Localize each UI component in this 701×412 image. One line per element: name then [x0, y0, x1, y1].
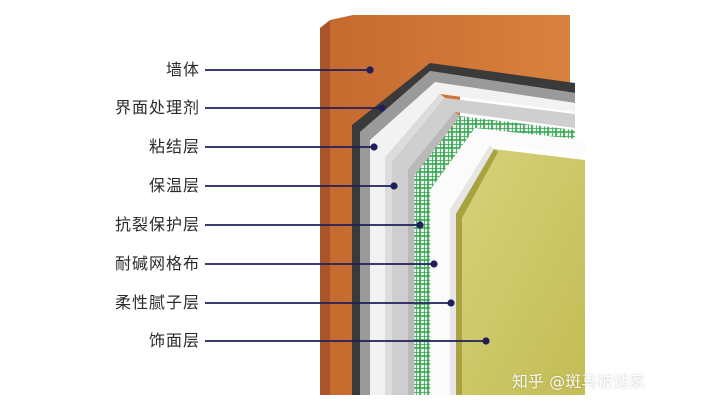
label-insulation: 保温层 — [148, 176, 200, 195]
crack-resistant-layer — [392, 98, 575, 395]
label-primer: 界面处理剂 — [114, 98, 200, 117]
label-mesh: 耐碱网格布 — [114, 254, 200, 273]
label-wall: 墙体 — [165, 60, 200, 79]
insulation-layer — [370, 82, 575, 395]
label-putty: 柔性腻子层 — [114, 293, 200, 312]
leader-lines — [205, 66, 490, 345]
label-crack-resistant: 抗裂保护层 — [114, 215, 200, 234]
label-adhesive: 粘结层 — [148, 137, 200, 156]
putty-layer — [430, 128, 585, 395]
finish-layer — [456, 149, 585, 395]
label-finish: 饰面层 — [148, 331, 200, 350]
watermark-text: 知乎 @斑马被适家 — [512, 372, 646, 391]
